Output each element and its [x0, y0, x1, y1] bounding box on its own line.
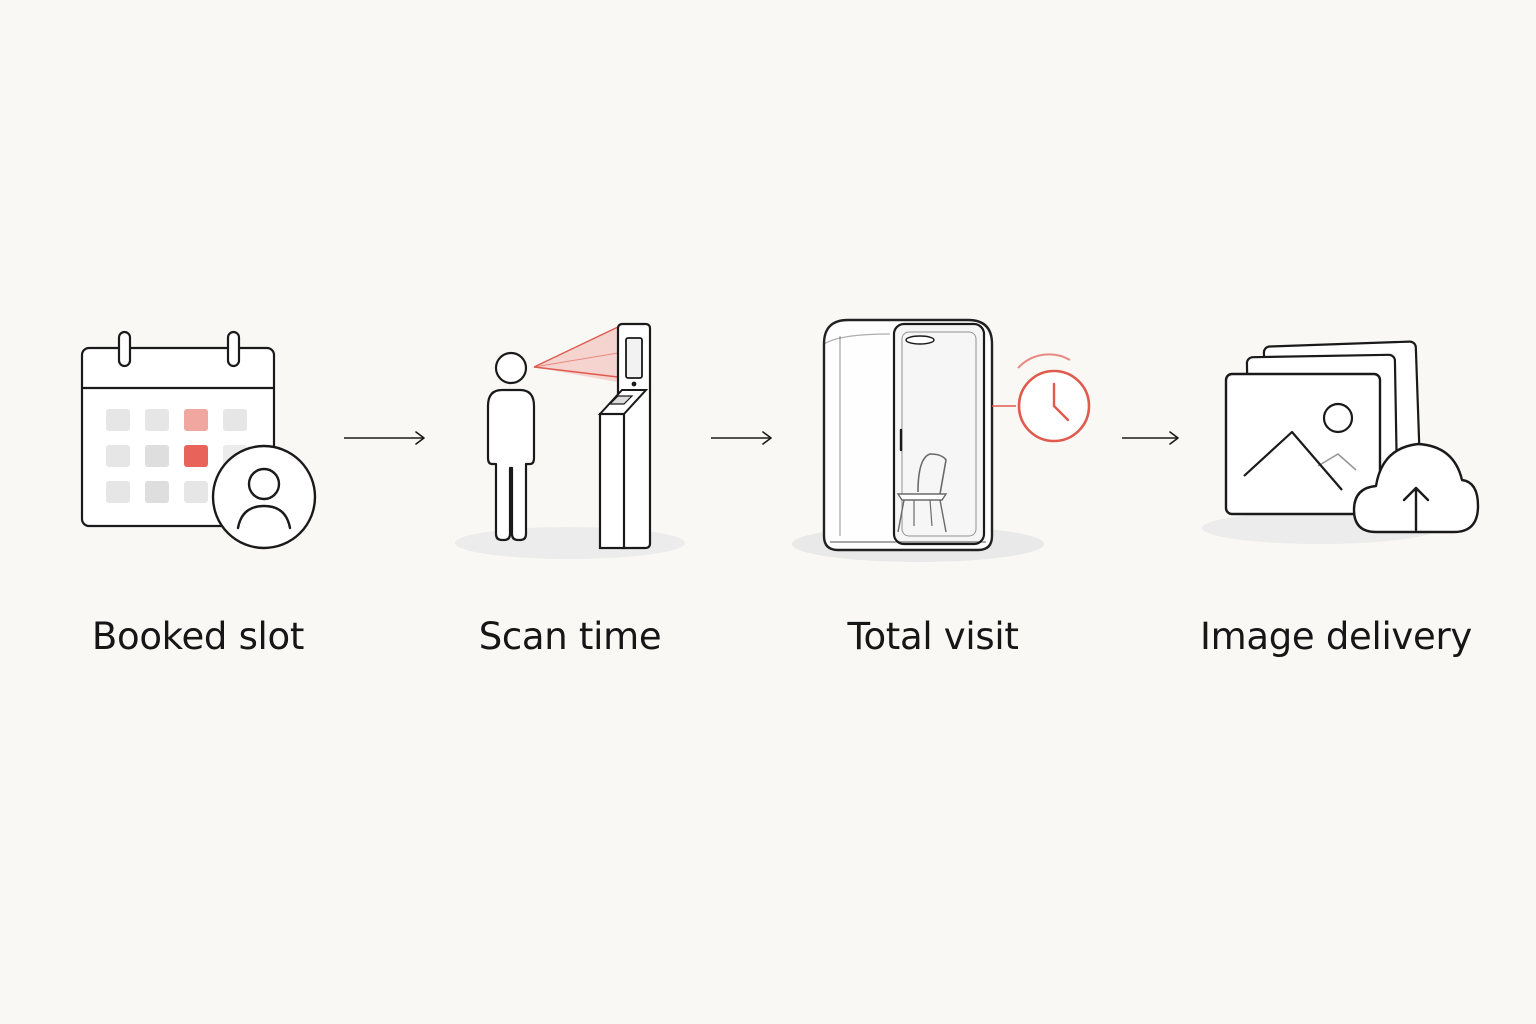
- calendar-user-icon: [80, 330, 317, 550]
- scan-beam: [533, 325, 628, 384]
- person-scanner-icon: [455, 322, 685, 559]
- step-label-scan-time: Scan time: [478, 615, 662, 658]
- calendar-ring-left: [117, 330, 132, 368]
- booth-clock-icon: [792, 318, 1091, 562]
- arrow-right-icon: [344, 431, 425, 445]
- calendar-grid: [106, 409, 247, 503]
- scanner-kiosk: [597, 322, 652, 550]
- step-label-image-delivery: Image delivery: [1199, 615, 1473, 658]
- step-label-total-visit: Total visit: [847, 615, 1019, 658]
- calendar-ring-right: [226, 330, 241, 368]
- person-figure: [486, 351, 536, 542]
- step-label-booked-slot: Booked slot: [91, 615, 305, 658]
- arrow-right-icon: [1122, 431, 1179, 445]
- clock-icon: [992, 353, 1091, 443]
- image-stack: [1224, 340, 1422, 516]
- booth: [822, 318, 994, 552]
- user-avatar-icon: [211, 444, 317, 550]
- images-cloud-upload-icon: [1202, 340, 1480, 544]
- arrow-right-icon: [711, 431, 772, 445]
- cloud-upload-icon: [1352, 442, 1480, 534]
